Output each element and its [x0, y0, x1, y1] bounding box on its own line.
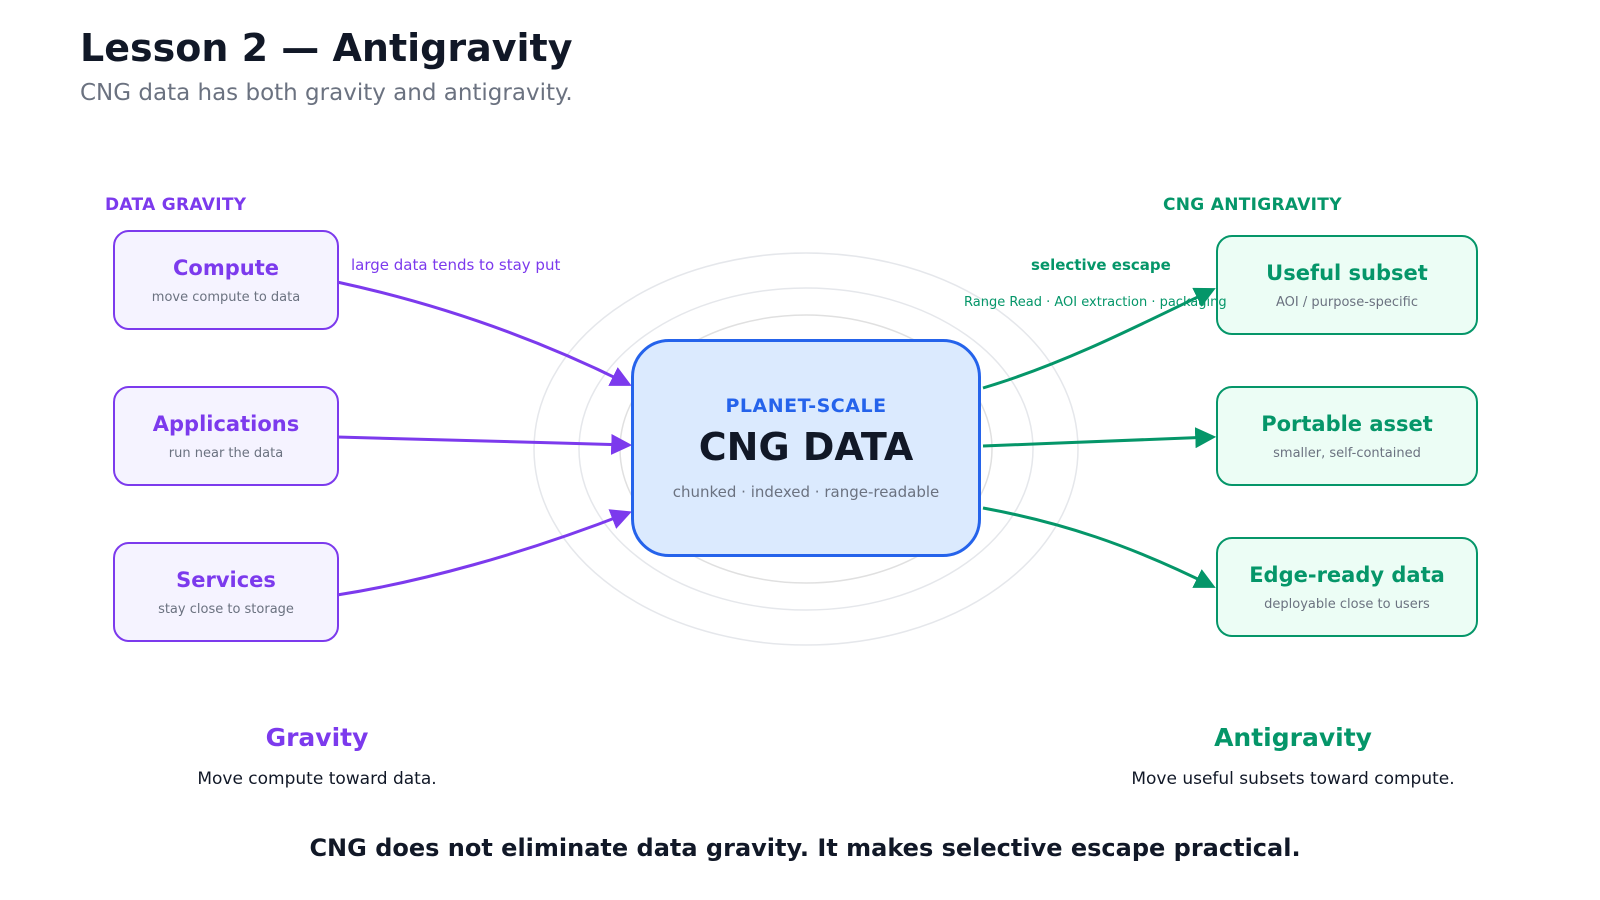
page-subtitle: CNG data has both gravity and antigravit… [80, 80, 573, 106]
antigravity-summary-text: Move useful subsets toward compute. [1131, 769, 1455, 789]
cng-antigravity-section-label: CNG ANTIGRAVITY [1163, 195, 1342, 215]
useful-subset-node-subtitle: AOI / purpose-specific [1276, 294, 1418, 310]
compute-node-subtitle: move compute to data [151, 289, 301, 305]
useful-subset-node: Useful subset AOI / purpose-specific [1216, 235, 1478, 335]
arrow-applications-to-core [336, 433, 633, 455]
arrow-core-to-useful-subset [982, 287, 1216, 390]
outer-ring [533, 252, 1079, 646]
portable-asset-node-subtitle: smaller, self-contained [1273, 445, 1421, 461]
edge-ready-data-node: Edge-ready data deployable close to user… [1216, 537, 1478, 637]
gravity-summary-title: Gravity [265, 723, 369, 752]
middle-ring [578, 287, 1034, 611]
arrow-services-to-core [336, 509, 632, 597]
applications-node-subtitle: run near the data [168, 445, 284, 461]
applications-node-title: Applications [152, 411, 300, 436]
antigravity-summary-title: Antigravity [1214, 723, 1372, 752]
arrow-core-to-edge-ready [982, 506, 1216, 588]
page-title: Lesson 2 — Antigravity [80, 26, 573, 70]
arrow-compute-to-core [336, 280, 632, 386]
gravity-summary-text: Move compute toward data. [197, 769, 437, 789]
arrow-core-to-portable-asset [982, 427, 1217, 449]
antigravity-arrows [982, 287, 1217, 588]
services-node-subtitle: stay close to storage [158, 601, 294, 617]
data-gravity-section-label: DATA GRAVITY [105, 195, 247, 215]
compute-node-title: Compute [173, 255, 279, 280]
footer-takeaway: CNG does not eliminate data gravity. It … [309, 834, 1301, 862]
antigravity-edge-label: selective escape [1031, 256, 1171, 274]
compute-node: Compute move compute to data [113, 230, 339, 330]
core-title: CNG DATA [698, 425, 914, 469]
portable-asset-node: Portable asset smaller, self-contained [1216, 386, 1478, 486]
core-cng-data-node: PLANET-SCALE CNG DATA chunked · indexed … [631, 339, 981, 557]
core-kicker: PLANET-SCALE [725, 395, 887, 417]
useful-subset-node-title: Useful subset [1266, 260, 1428, 285]
antigravity-edge-sublabel: Range Read · AOI extraction · packaging [964, 295, 1227, 310]
services-node: Services stay close to storage [113, 542, 339, 642]
edge-ready-data-node-subtitle: deployable close to users [1264, 596, 1430, 612]
gravity-edge-label: large data tends to stay put [351, 256, 561, 274]
core-subtitle: chunked · indexed · range-readable [672, 483, 940, 501]
portable-asset-node-title: Portable asset [1261, 411, 1433, 436]
services-node-title: Services [176, 567, 276, 592]
applications-node: Applications run near the data [113, 386, 339, 486]
gravity-arrows [336, 280, 633, 597]
edge-ready-data-node-title: Edge-ready data [1249, 562, 1445, 587]
